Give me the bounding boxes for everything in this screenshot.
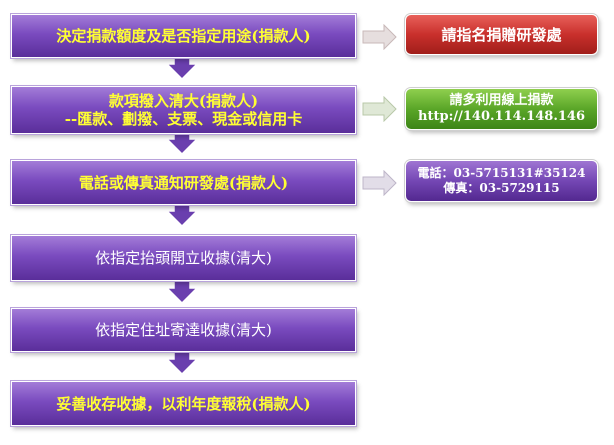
- note-2-text: 請多利用線上捐款: [449, 93, 554, 108]
- step-1-box: 決定捐款額度及是否指定用途(捐款人): [11, 14, 356, 58]
- down-arrow-4: [165, 277, 199, 305]
- step-3-text: 電話或傳真通知研發處(捐款人): [78, 173, 289, 192]
- down-arrow-3: [165, 201, 199, 228]
- step-1-text: 決定捐款額度及是否指定用途(捐款人): [56, 27, 311, 45]
- side-arrow-1: [362, 24, 397, 50]
- note-2-url: http://140.114.148.146: [418, 109, 585, 124]
- note-designate-rd-office: 請指名捐贈研發處: [405, 14, 598, 55]
- step-4-box: 依指定抬頭開立收據(清大): [11, 235, 356, 281]
- note-contact-info: 電話：03-5715131#35124 傳真：03-5729115: [405, 160, 598, 202]
- down-arrow-1: [165, 54, 199, 81]
- step-5-box: 依指定住址寄達收據(清大): [11, 308, 356, 352]
- side-arrow-2: [362, 96, 397, 122]
- down-arrow-5: [165, 348, 199, 376]
- note-3-phone: 電話：03-5715131#35124: [417, 166, 586, 180]
- step-3-box: 電話或傳真通知研發處(捐款人): [11, 160, 356, 205]
- note-1-text: 請指名捐贈研發處: [441, 26, 562, 44]
- step-6-text: 妥善收存收據，以利年度報稅(捐款人): [56, 394, 311, 413]
- note-online-donation: 請多利用線上捐款 http://140.114.148.146: [405, 88, 598, 130]
- note-3-fax: 傳真：03-5729115: [443, 181, 560, 195]
- step-6-box: 妥善收存收據，以利年度報稅(捐款人): [11, 381, 356, 426]
- step-5-text: 依指定住址寄達收據(清大): [95, 321, 272, 339]
- side-arrow-3: [362, 170, 397, 196]
- step-2-subtext: --匯款、劃撥、支票、現金或信用卡: [64, 110, 303, 128]
- step-2-box: 款項撥入清大(捐款人) --匯款、劃撥、支票、現金或信用卡: [11, 86, 356, 134]
- step-4-text: 依指定抬頭開立收據(清大): [95, 249, 272, 267]
- step-2-text: 款項撥入清大(捐款人): [108, 92, 259, 110]
